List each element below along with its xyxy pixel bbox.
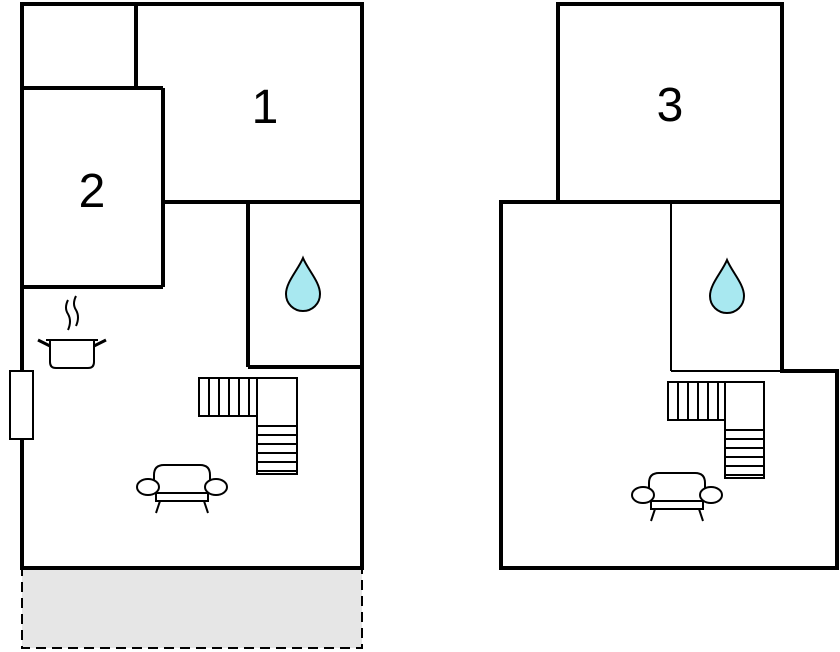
window-icon xyxy=(9,370,34,440)
room-label-1: 1 xyxy=(252,81,279,134)
bathroom-water-drop-icon xyxy=(285,257,321,312)
armchair-icon xyxy=(136,464,228,514)
bathroom-water-drop-icon xyxy=(709,259,745,314)
stairs-icon xyxy=(198,377,298,475)
room-label-2: 2 xyxy=(79,165,106,218)
terrace-area xyxy=(21,567,363,649)
room-label-3: 3 xyxy=(657,79,684,132)
stairs-icon xyxy=(667,381,765,479)
outer-wall-right xyxy=(499,2,839,570)
floor-plan-right: 3 xyxy=(499,2,839,570)
armchair-icon xyxy=(631,472,723,522)
floor-plan-left: 1 2 xyxy=(9,2,364,649)
kitchen-pot-icon xyxy=(37,295,107,369)
